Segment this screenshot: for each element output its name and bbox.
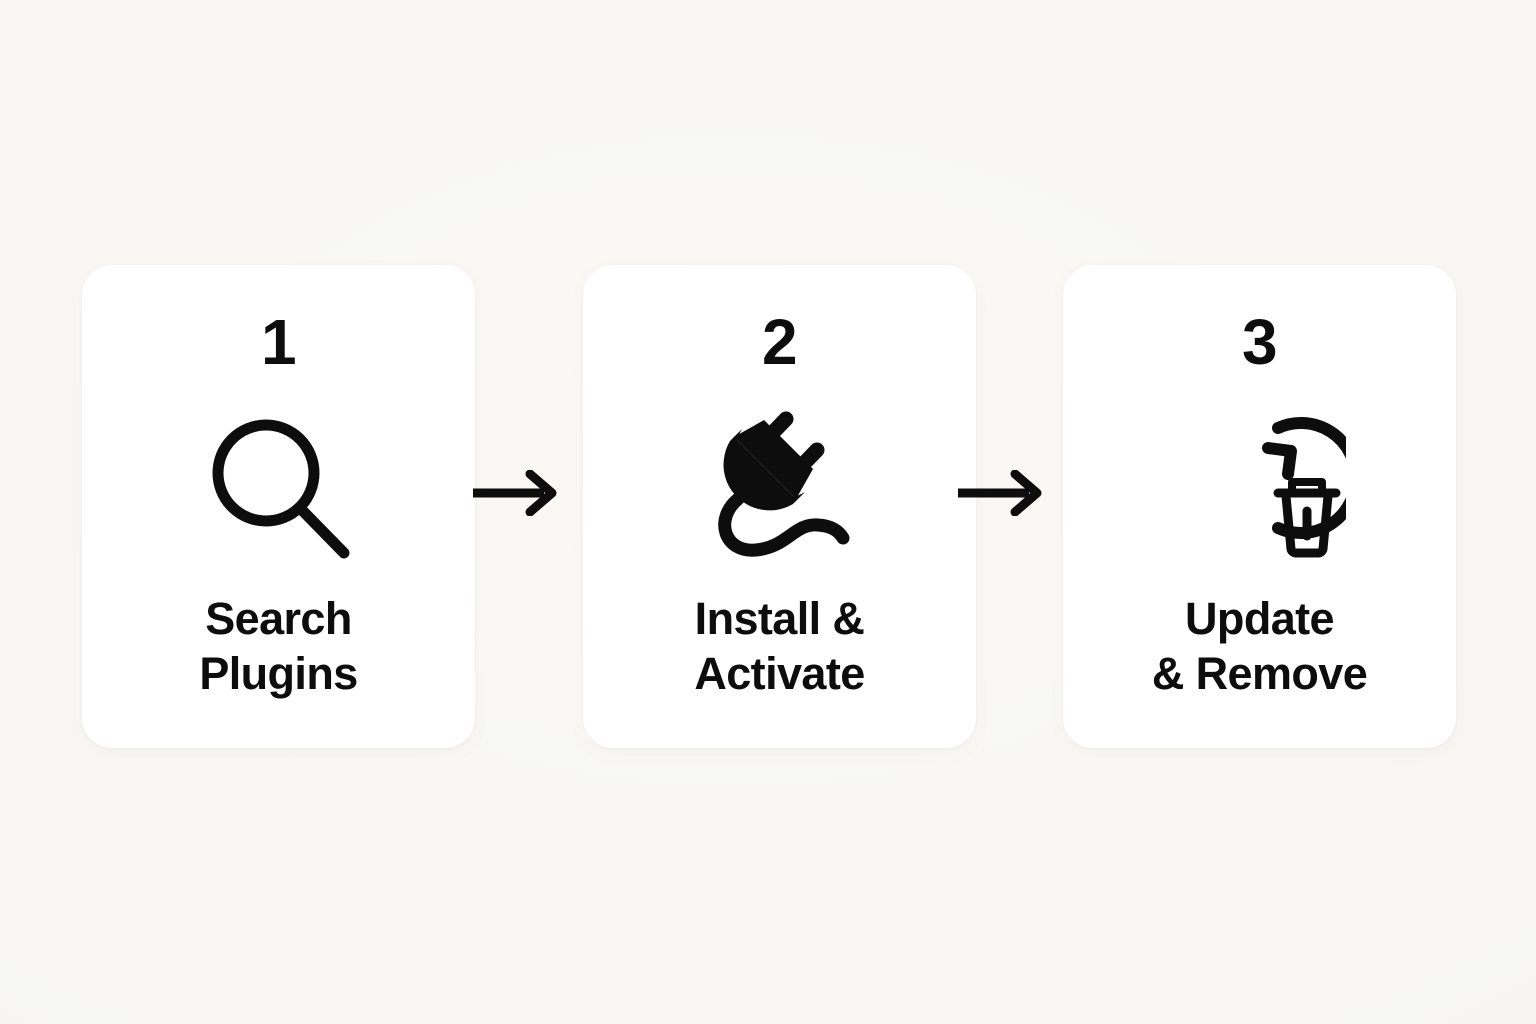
step-number-1: 1 [260, 306, 297, 378]
step-label-2: Install & Activate [694, 593, 865, 699]
step-card-3[interactable]: 3 Update & Remove [1063, 265, 1456, 748]
step-card-1[interactable]: 1 Search Plugins [82, 265, 475, 748]
power-plug-icon [685, 406, 875, 566]
step-label-1: Search Plugins [199, 593, 358, 699]
step-label-3: Update & Remove [1151, 593, 1368, 699]
refresh-trash-icon [1165, 406, 1355, 566]
step-card-2[interactable]: 2 Install & Activate [583, 265, 976, 748]
arrow-right-icon-2 [953, 468, 1049, 518]
arrow-right-icon-1 [468, 468, 564, 518]
magnifying-glass-icon [184, 406, 374, 566]
step-number-3: 3 [1241, 306, 1278, 378]
step-number-2: 2 [761, 306, 798, 378]
